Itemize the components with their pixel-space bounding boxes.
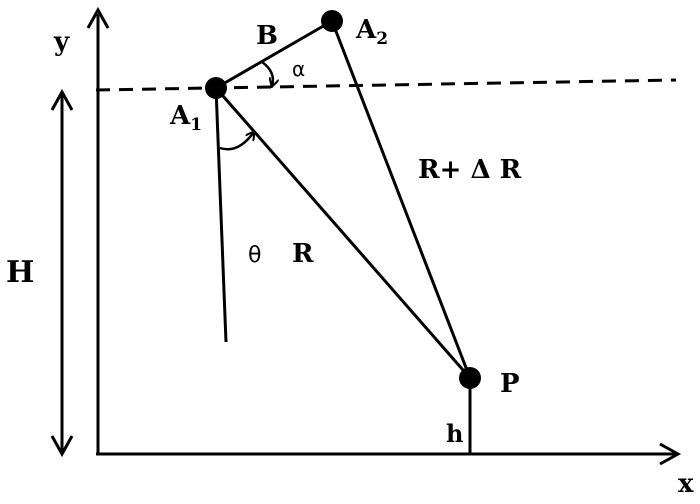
y-axis-label: y [53, 27, 70, 57]
height-arrowhead-bottom [50, 435, 74, 458]
a1-vertical-line [214, 87, 228, 343]
point-a2-main: A [355, 15, 377, 45]
point-p-marker [459, 367, 481, 389]
target-height-label: h [446, 419, 463, 448]
point-a2-label: A2 [355, 15, 388, 49]
reference-dashed-line [95, 78, 677, 92]
height-arrowhead-top [50, 88, 74, 111]
alpha-angle-arc [261, 60, 273, 86]
point-a1-marker [205, 77, 227, 99]
point-a2-marker [321, 10, 343, 32]
baseline-segment [215, 19, 333, 90]
range-delta-label: R+ Δ R [418, 155, 522, 185]
x-axis-arrowhead [659, 442, 682, 466]
alpha-label: α [292, 57, 305, 81]
baseline-label: B [256, 21, 278, 51]
y-axis-arrowhead [86, 6, 110, 29]
point-p-label: P [500, 369, 520, 399]
point-a2-sub: 2 [376, 29, 388, 49]
point-a1-label: A1 [169, 101, 202, 135]
range-label: R [292, 239, 314, 269]
point-a1-sub: 1 [190, 115, 202, 135]
range-line-r [214, 87, 472, 379]
theta-label: θ [248, 243, 261, 268]
range-line-r-delta [330, 20, 472, 379]
x-axis-label: x [678, 469, 694, 499]
point-a1-main: A [169, 101, 191, 131]
theta-angle-arc [219, 132, 254, 151]
height-label: H [6, 255, 34, 290]
